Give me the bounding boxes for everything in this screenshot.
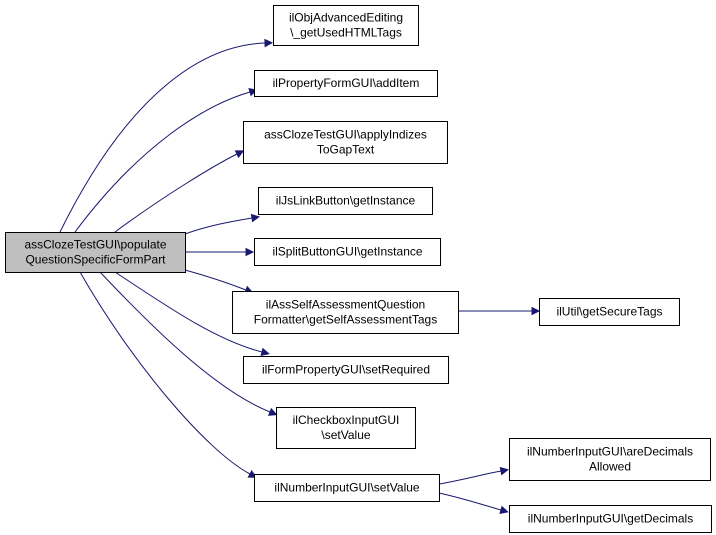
edge-root-to-n6: [184, 269, 254, 294]
node-label-line: ilObjAdvancedEditing: [289, 11, 403, 25]
node-n7[interactable]: ilFormPropertyGUI\setRequired: [243, 356, 449, 384]
node-label-line: \_getUsedHTMLTags: [290, 26, 402, 40]
arrowhead-icon: [499, 466, 509, 476]
node-label-line: ilNumberInputGUI\getDecimals: [528, 512, 693, 526]
node-n2[interactable]: ilPropertyFormGUI\addItem: [254, 70, 438, 97]
node-label-line: ilNumberInputGUI\areDecimals: [527, 445, 693, 459]
node-label-line: QuestionSpecificFormPart: [25, 253, 166, 267]
node-label-line: ilNumberInputGUI\setValue: [274, 481, 420, 495]
edges-layer: [59, 38, 541, 515]
edge-root-to-n8: [99, 271, 278, 416]
node-label-line: ilUtil\getSecureTags: [556, 305, 662, 319]
edge-line: [99, 271, 271, 413]
edge-n9-to-n12: [438, 492, 509, 515]
edge-line: [184, 269, 247, 291]
node-label-line: ilPropertyFormGUI\addItem: [273, 76, 420, 90]
arrowhead-icon: [267, 407, 278, 416]
arrowhead-icon: [264, 38, 274, 48]
node-box[interactable]: [539, 298, 680, 326]
node-box[interactable]: [509, 438, 711, 481]
node-n1[interactable]: ilObjAdvancedEditing\_getUsedHTMLTags: [273, 5, 419, 46]
edge-line: [79, 271, 251, 475]
edge-n6-to-n10: [458, 306, 541, 316]
node-label-line: Allowed: [589, 460, 631, 474]
node-box[interactable]: [509, 505, 712, 533]
node-label-line: ilJsLinkButton\getInstance: [276, 194, 416, 208]
node-box[interactable]: [254, 474, 440, 502]
node-box[interactable]: [254, 70, 438, 97]
edge-root-to-n1: [59, 38, 274, 233]
edge-root-to-n2: [74, 87, 258, 233]
node-label-line: assClozeTestGUI\populate: [24, 238, 166, 252]
node-label-line: assClozeTestGUI\applyIndizes: [264, 128, 427, 142]
edge-root-to-n5: [185, 247, 255, 257]
edge-root-to-n7: [114, 271, 270, 357]
arrowhead-icon: [260, 347, 270, 357]
node-box[interactable]: [276, 407, 416, 449]
node-n5[interactable]: ilSplitButtonGUI\getInstance: [254, 238, 441, 266]
node-n8[interactable]: ilCheckboxInputGUI\setValue: [276, 407, 416, 449]
edge-root-to-n9: [79, 271, 258, 478]
node-n6[interactable]: ilAssSelfAssessmentQuestionFormatter\get…: [232, 291, 459, 334]
arrowhead-icon: [234, 150, 245, 159]
edge-line: [184, 217, 253, 235]
node-box[interactable]: [5, 232, 186, 273]
node-label-line: \setValue: [321, 428, 370, 442]
edge-line: [438, 470, 502, 485]
node-root[interactable]: assClozeTestGUI\populateQuestionSpecific…: [5, 232, 186, 273]
arrowhead-icon: [531, 306, 541, 316]
node-label-line: ilAssSelfAssessmentQuestion: [266, 298, 425, 312]
edge-line: [114, 153, 238, 233]
node-box[interactable]: [243, 121, 448, 164]
arrowhead-icon: [250, 213, 261, 223]
nodes-layer: assClozeTestGUI\populateQuestionSpecific…: [5, 5, 712, 533]
edge-line: [438, 492, 502, 511]
node-label-line: ilSplitButtonGUI\getInstance: [272, 245, 422, 259]
node-box[interactable]: [232, 291, 459, 334]
edge-root-to-n4: [184, 213, 261, 235]
node-box[interactable]: [258, 187, 433, 215]
edge-n9-to-n11: [438, 466, 509, 485]
node-label-line: ilFormPropertyGUI\setRequired: [262, 363, 430, 377]
edge-root-to-n3: [114, 150, 245, 233]
node-box[interactable]: [273, 5, 419, 46]
edge-line: [114, 271, 263, 353]
node-box[interactable]: [254, 238, 441, 266]
node-n9[interactable]: ilNumberInputGUI\setValue: [254, 474, 440, 502]
node-n4[interactable]: ilJsLinkButton\getInstance: [258, 187, 433, 215]
node-box[interactable]: [243, 356, 449, 384]
arrowhead-icon: [245, 247, 255, 257]
arrowhead-icon: [499, 505, 509, 515]
node-n12[interactable]: ilNumberInputGUI\getDecimals: [509, 505, 712, 533]
edge-line: [74, 91, 251, 233]
node-label-line: Formatter\getSelfAssessmentTags: [254, 313, 437, 327]
node-n10[interactable]: ilUtil\getSecureTags: [539, 298, 680, 326]
node-label-line: ilCheckboxInputGUI: [293, 413, 400, 427]
node-label-line: ToGapText: [317, 143, 375, 157]
edge-line: [59, 42, 266, 233]
